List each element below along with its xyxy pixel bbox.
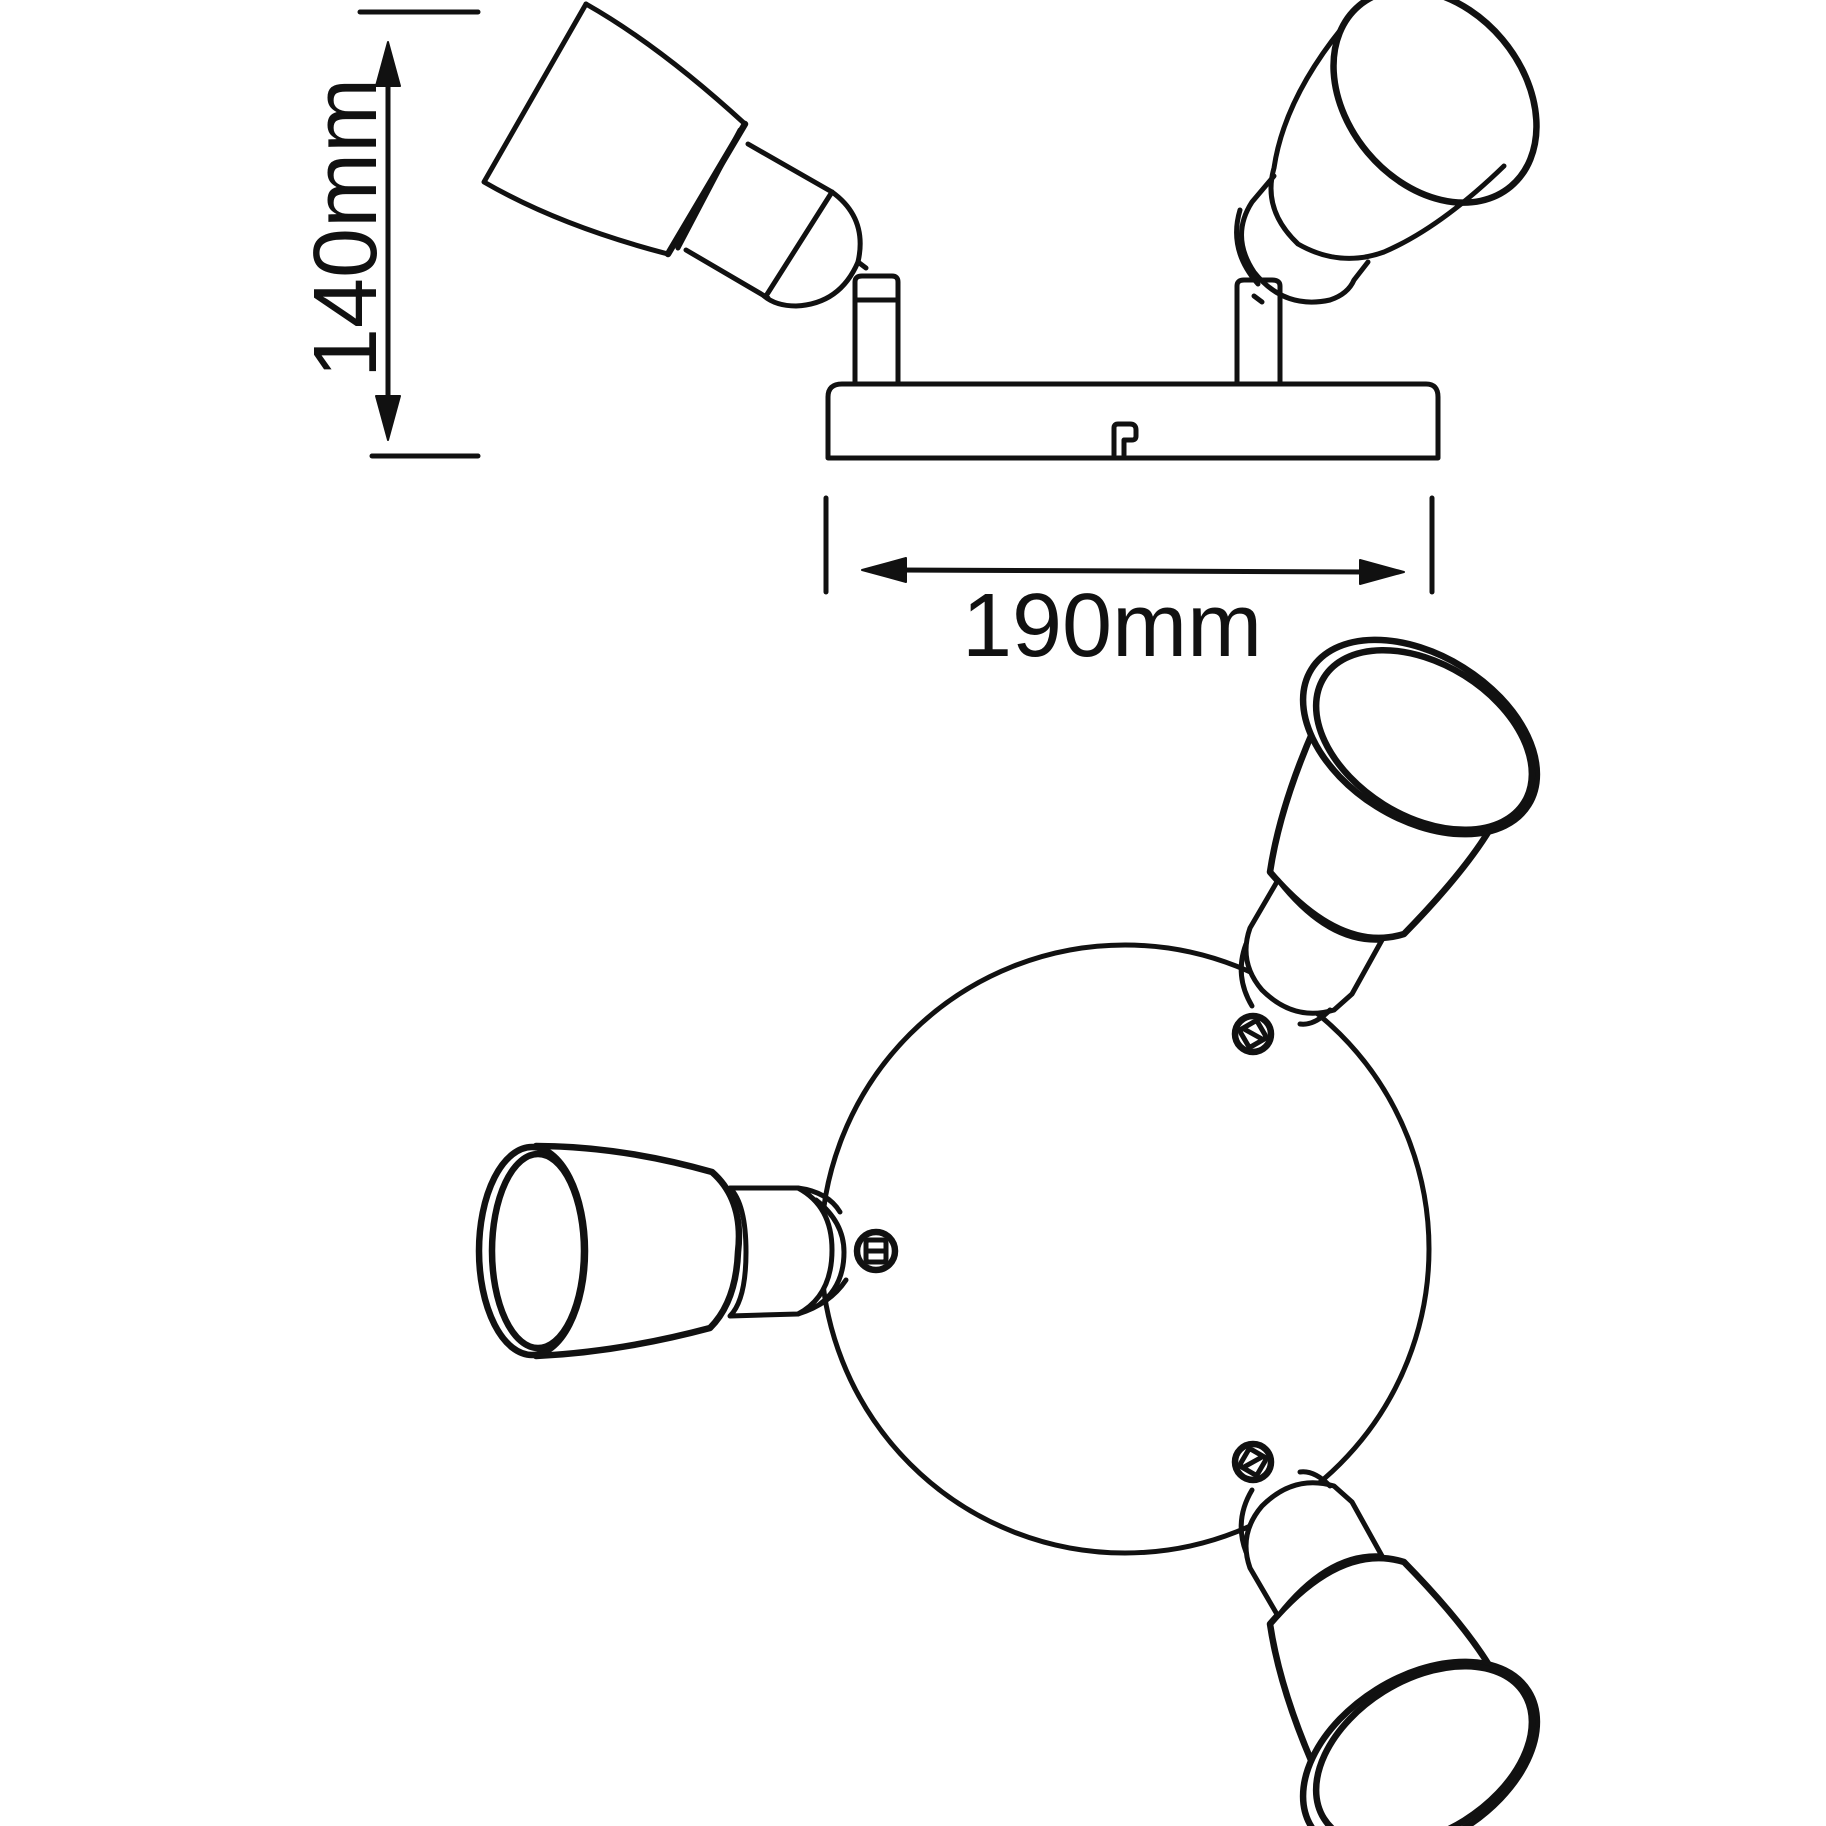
- side-left-spotlight: [481, 1, 869, 309]
- top-upper-right-spotlight: [1231, 636, 1541, 1056]
- round-base-plate: [818, 942, 1432, 1556]
- height-dimension: 140mm: [296, 9, 481, 459]
- right-stem: [1234, 277, 1283, 387]
- arrow-left-icon: [861, 557, 907, 583]
- height-label: 140mm: [296, 78, 396, 378]
- width-dimension: 190mm: [823, 495, 1435, 676]
- mounting-hook-icon: [1111, 421, 1139, 458]
- left-stem: [852, 273, 901, 387]
- arrow-up-icon: [375, 41, 401, 87]
- arrow-right-icon: [1359, 559, 1405, 585]
- top-left-spotlight: [475, 1142, 899, 1360]
- base-plate: [825, 381, 1441, 461]
- arrow-down-icon: [375, 395, 401, 441]
- side-view: 140mm 190mm: [296, 0, 1540, 676]
- top-view: [475, 636, 1541, 1826]
- top-lower-right-spotlight: [1231, 1440, 1541, 1826]
- width-label: 190mm: [962, 576, 1262, 676]
- side-right-spotlight: [1234, 0, 1540, 305]
